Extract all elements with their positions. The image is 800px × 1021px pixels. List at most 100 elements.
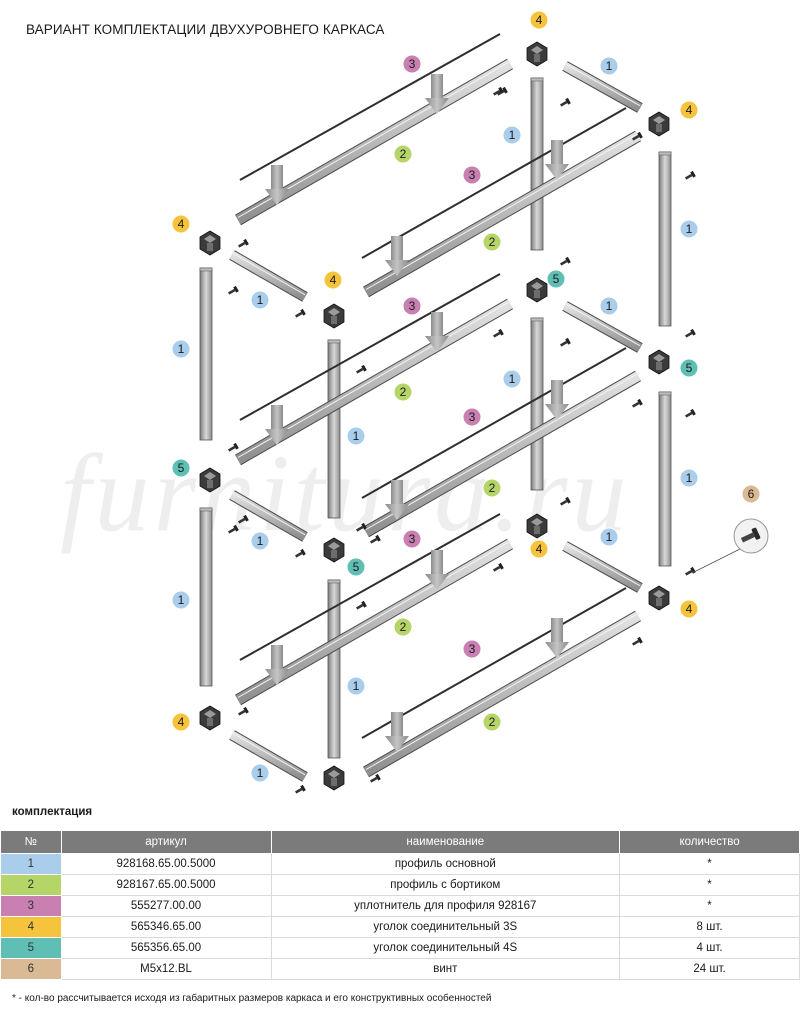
cell-article: 928168.65.00.5000 (60, 853, 272, 875)
cell-article: M5x12.BL (60, 958, 272, 980)
callout-number: 2 (489, 481, 496, 495)
screw-icon (238, 238, 249, 248)
screw-head (243, 706, 249, 714)
callout-number: 2 (400, 620, 407, 634)
side-rail (229, 491, 308, 541)
screw-icon (740, 527, 761, 543)
cell-qty: * (619, 853, 800, 875)
arrow-head (265, 669, 289, 685)
screw-head (300, 784, 306, 792)
vertical-post (530, 317, 544, 491)
screw-head (690, 328, 696, 336)
callout-part-4: 4 (529, 10, 549, 30)
cell-no: 2 (0, 874, 62, 896)
callout-number: 1 (606, 59, 613, 73)
screw-head (690, 408, 696, 416)
side-rail (562, 62, 643, 112)
cell-article: 565346.65.00 (60, 916, 272, 938)
callout-badge (529, 10, 549, 30)
callout-badge (250, 763, 270, 783)
corner-connector-3s-face (531, 46, 543, 54)
callout-badge (171, 214, 191, 234)
callout-badge (482, 232, 502, 252)
screw-icon (228, 285, 239, 295)
post-cap (199, 507, 213, 512)
screw-icon (685, 328, 696, 338)
callout-badge (171, 590, 191, 610)
corner-connector-4s-face (531, 282, 543, 290)
corner-connector-4s-face (204, 472, 216, 480)
corner-connector-3s-socket (534, 54, 540, 62)
screw-icon (295, 548, 306, 558)
callout-number: 2 (400, 385, 407, 399)
screw-icon (632, 636, 643, 646)
insert-arrow (425, 74, 449, 114)
seal-arrows-layer (265, 74, 569, 752)
callout-number: 5 (353, 560, 360, 574)
callout-badge (679, 100, 699, 120)
callout-number: 2 (400, 147, 407, 161)
cell-qty: 4 шт. (619, 937, 800, 959)
screw-head (498, 562, 504, 570)
screw-shaft (228, 288, 236, 295)
screw-head (233, 285, 239, 293)
post-cap (327, 339, 341, 344)
callout-part-4: 4 (679, 100, 699, 120)
callout-number: 5 (553, 272, 560, 286)
cell-no: 5 (0, 937, 62, 959)
callout-number: 4 (536, 542, 543, 556)
corner-connector-3s (199, 705, 221, 731)
callout-part-4: 4 (171, 712, 191, 732)
callout-number: 5 (178, 461, 185, 475)
callout-badge (599, 527, 619, 547)
screw-shaft (370, 776, 378, 783)
arrow-head (265, 189, 289, 205)
callout-part-2: 2 (393, 617, 413, 637)
callout-number: 1 (686, 222, 693, 236)
screw-icon (632, 131, 643, 141)
corner-connector-3s (526, 513, 548, 539)
callout-part-1: 1 (599, 56, 619, 76)
screw-icon (560, 337, 571, 347)
screw-shaft (238, 241, 246, 248)
screw-icon (493, 328, 504, 338)
screw-shaft (493, 565, 501, 572)
screw-icon (370, 534, 381, 544)
callout-badge (346, 557, 366, 577)
bordered-rail (363, 131, 641, 297)
callout-badge (599, 296, 619, 316)
post-cap (658, 151, 672, 156)
post-cap (658, 391, 672, 396)
callout-number: 1 (353, 429, 360, 443)
screw-shaft (685, 569, 693, 576)
screw-head (498, 328, 504, 336)
side-rail (229, 731, 308, 781)
arrow-shaft (271, 165, 283, 189)
seal-strip (361, 347, 627, 499)
screw-shaft (493, 89, 501, 96)
callout-badge (462, 165, 482, 185)
callout-number: 1 (509, 128, 516, 142)
callout-number: 1 (178, 593, 185, 607)
header-name: наименование (270, 830, 621, 854)
callout-part-5: 5 (679, 358, 699, 378)
cell-name: уплотнитель для профиля 928167 (270, 895, 621, 917)
cell-name: уголок соединительный 4S (270, 937, 621, 959)
screw-head (300, 548, 306, 556)
callout-number: 3 (409, 57, 416, 71)
callout-part-5: 5 (346, 557, 366, 577)
callout-badge (679, 468, 699, 488)
screw-shaft (356, 525, 364, 532)
callout-badge (546, 269, 566, 289)
arrow-shaft (431, 312, 443, 336)
corner-connector-3s (648, 111, 670, 137)
callout-part-3: 3 (402, 529, 422, 549)
cell-no: 4 (0, 916, 62, 938)
callout-number: 5 (686, 361, 693, 375)
callout-part-1: 1 (502, 125, 522, 145)
screw-icon (560, 256, 571, 266)
screw-icon (295, 308, 306, 318)
callout-part-1: 1 (599, 296, 619, 316)
footnote: * - кол-во рассчитывается исходя из габа… (12, 993, 492, 1004)
